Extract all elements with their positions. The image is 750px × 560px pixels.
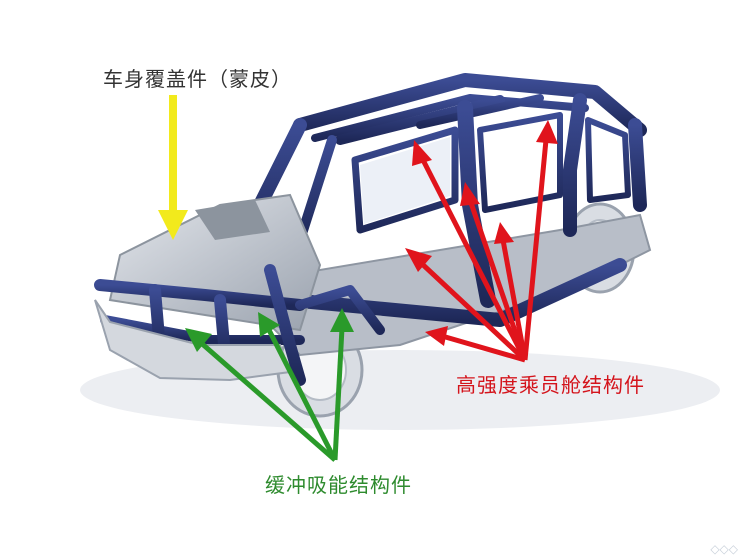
body-panel-arrow-icon	[158, 210, 188, 240]
crumple-structure-label: 缓冲吸能结构件	[265, 473, 412, 497]
cowl-panel	[195, 200, 270, 240]
watermark-logo-icon: ◇◇◇	[710, 542, 738, 556]
body-panels-label: 车身覆盖件（蒙皮）	[103, 67, 292, 91]
crumple-arrows	[185, 308, 354, 462]
side-glass	[360, 137, 450, 224]
cabin-structure-label: 高强度乘员舱结构件	[456, 373, 645, 397]
cabin-arrows	[405, 120, 558, 363]
